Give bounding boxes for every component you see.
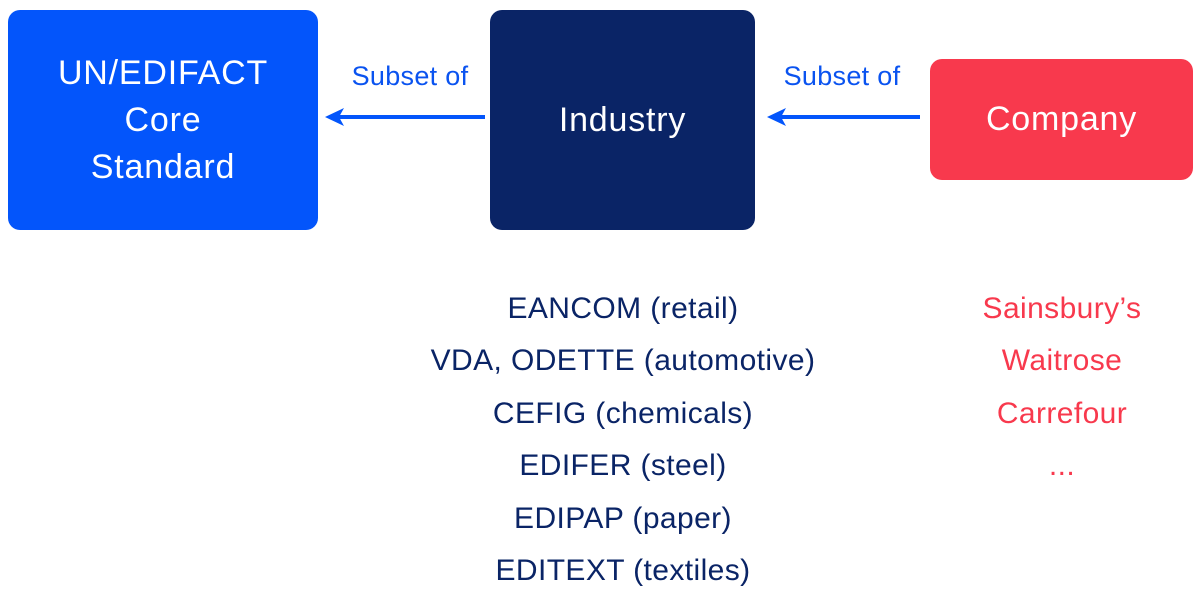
arrow-left-icon bbox=[767, 108, 920, 126]
node-core-standard-line-1: UN/EDIFACT bbox=[57, 53, 269, 92]
node-core-standard-label: UN/EDIFACT Core Standard bbox=[58, 50, 268, 191]
node-industry: Industry bbox=[490, 10, 755, 230]
list-item: CEFIG (chemicals) bbox=[492, 396, 754, 430]
list-item: EANCOM (retail) bbox=[507, 292, 739, 325]
node-company-label: Company bbox=[985, 100, 1138, 138]
node-company: Company bbox=[930, 59, 1193, 180]
list-item: Waitrose bbox=[1001, 344, 1123, 378]
company-examples-list: Sainsbury’s Waitrose Carrefour ... bbox=[912, 283, 1201, 493]
list-item: Sainsbury’s bbox=[982, 292, 1142, 325]
list-item: Carrefour bbox=[996, 396, 1128, 430]
industry-examples-list: EANCOM (retail) VDA, ODETTE (automotive)… bbox=[373, 283, 873, 597]
list-item: EDIFER (steel) bbox=[519, 449, 727, 483]
arrow-left-icon bbox=[325, 108, 485, 126]
node-core-standard: UN/EDIFACT Core Standard bbox=[8, 10, 318, 230]
list-item: EDIPAP (paper) bbox=[514, 501, 732, 535]
node-core-standard-line-2: Core bbox=[124, 100, 202, 139]
node-industry-label: Industry bbox=[558, 100, 687, 139]
subset-of-label-company: Subset of bbox=[783, 61, 901, 91]
ellipsis-more-indicator: ... bbox=[1048, 449, 1076, 483]
list-item: VDA, ODETTE (automotive) bbox=[430, 344, 816, 378]
list-item: EDITEXT (textiles) bbox=[495, 554, 751, 588]
node-core-standard-line-3: Standard bbox=[90, 147, 236, 186]
subset-of-label-industry: Subset of bbox=[351, 61, 469, 91]
